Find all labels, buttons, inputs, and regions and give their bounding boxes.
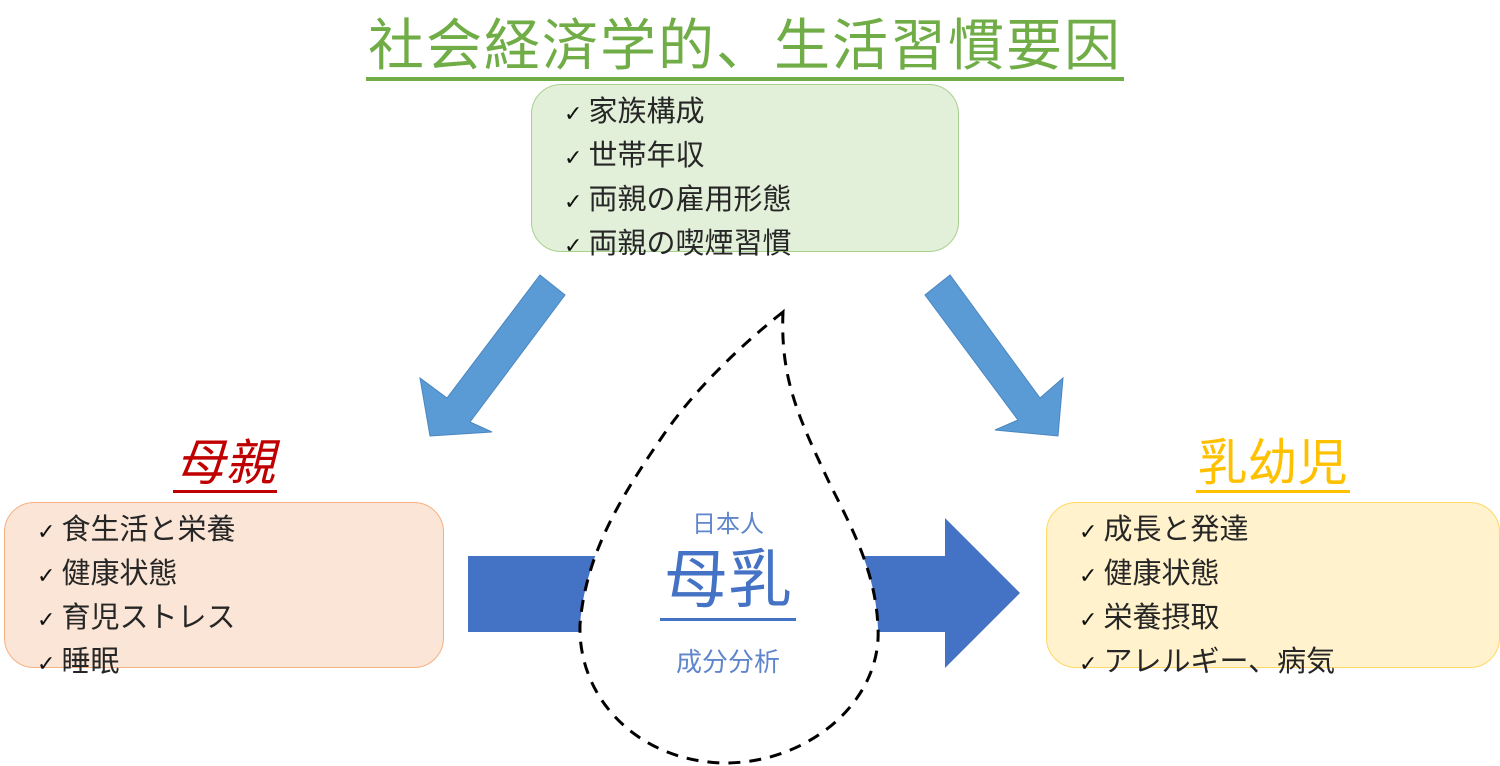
mother-factors-box: ✓食生活と栄養 ✓健康状態 ✓育児ストレス ✓睡眠 (4, 502, 444, 678)
mother-title: 母親 (160, 434, 290, 493)
socioeconomic-title: 社会経済学的、生活習慣要因 (360, 14, 1130, 81)
center-title-breast-milk: 母乳 (628, 544, 828, 621)
milk-drop-shape (578, 308, 880, 765)
list-item: ✓成長と発達 (1079, 512, 1249, 546)
list-item: ✓アレルギー、病気 (1079, 644, 1336, 678)
socioeconomic-title-text: 社会経済学的、生活習慣要因 (366, 14, 1124, 81)
infant-title: 乳幼児 (1180, 434, 1365, 493)
check-icon: ✓ (37, 564, 56, 589)
socioeconomic-factors-box: ✓家族構成 ✓世帯年収 ✓両親の雇用形態 ✓両親の喫煙習慣 (531, 84, 959, 260)
center-subtitle-japanese: 日本人 (692, 510, 764, 538)
list-item: ✓食生活と栄養 (37, 512, 236, 546)
check-icon: ✓ (564, 234, 583, 259)
check-icon: ✓ (1079, 564, 1098, 589)
list-item: ✓両親の雇用形態 (564, 182, 792, 216)
check-icon: ✓ (1079, 520, 1098, 545)
check-icon: ✓ (1079, 608, 1098, 633)
list-item: ✓健康状態 (1079, 556, 1220, 590)
list-item: ✓育児ストレス (37, 600, 236, 634)
list-item: ✓世帯年収 (564, 138, 705, 172)
list-item: ✓両親の喫煙習慣 (564, 226, 792, 260)
infant-title-text: 乳幼児 (1195, 434, 1350, 493)
center-subtitle-analysis: 成分分析 (675, 648, 780, 678)
infant-factors-box: ✓成長と発達 ✓健康状態 ✓栄養摂取 ✓アレルギー、病気 (1046, 502, 1500, 678)
check-icon: ✓ (564, 146, 583, 171)
list-item: ✓家族構成 (564, 94, 705, 128)
check-icon: ✓ (564, 102, 583, 127)
list-item: ✓睡眠 (37, 644, 120, 678)
check-icon: ✓ (37, 652, 56, 677)
mother-title-text: 母親 (173, 434, 277, 493)
check-icon: ✓ (564, 190, 583, 215)
center-title-text: 母乳 (660, 544, 796, 621)
check-icon: ✓ (37, 520, 56, 545)
list-item: ✓栄養摂取 (1079, 600, 1220, 634)
check-icon: ✓ (1079, 652, 1098, 677)
list-item: ✓健康状態 (37, 556, 178, 590)
arrow-to-mother (419, 274, 566, 437)
check-icon: ✓ (37, 608, 56, 633)
arrow-to-infant (924, 274, 1064, 437)
